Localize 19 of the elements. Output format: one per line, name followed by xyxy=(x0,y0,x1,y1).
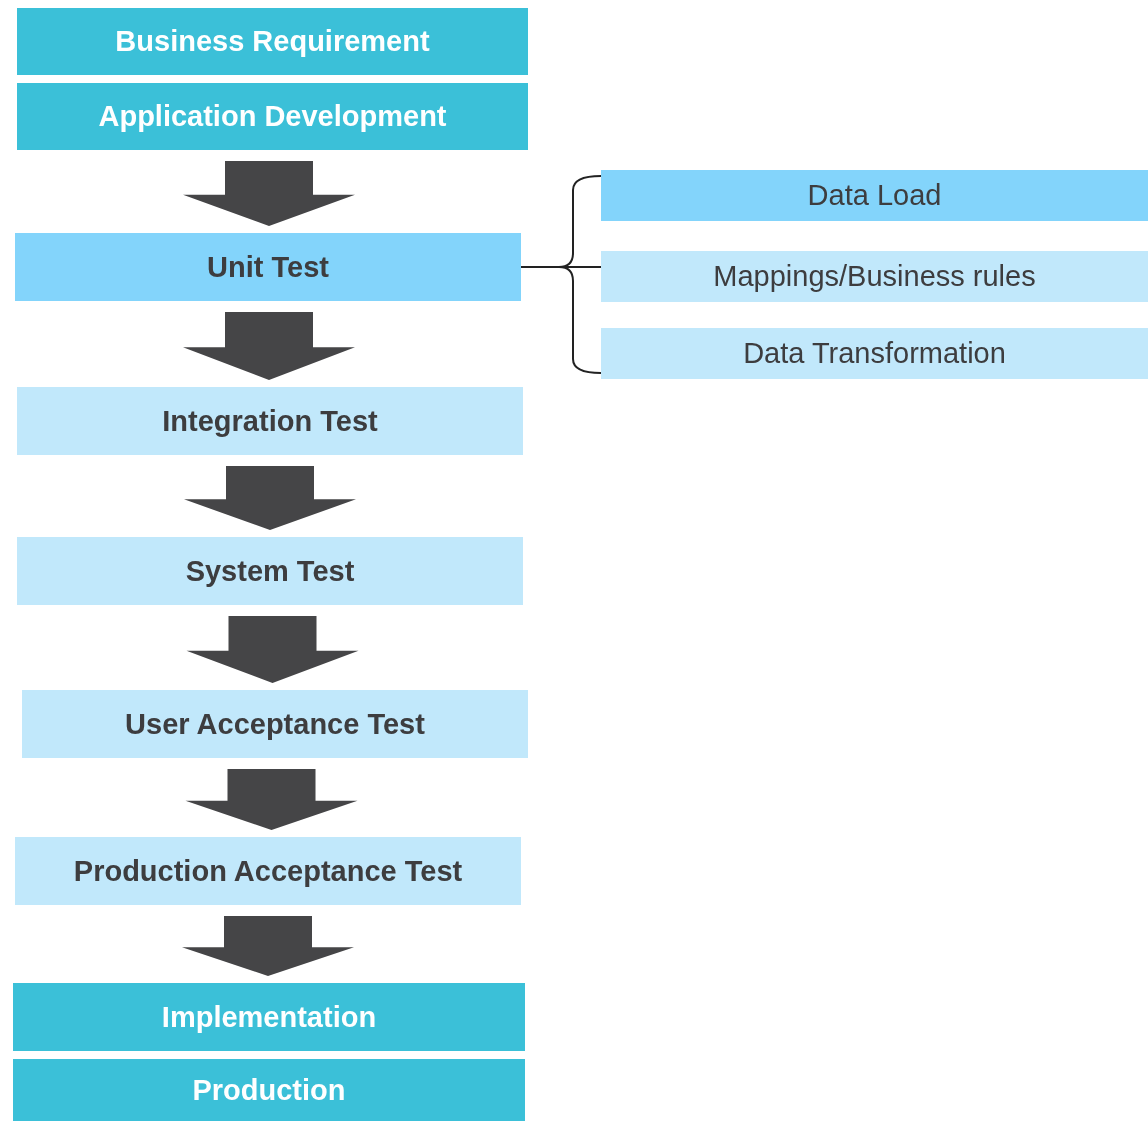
sub-step-box: Mappings/Business rules xyxy=(601,251,1148,302)
brace-connector xyxy=(520,266,602,374)
process-box: Integration Test xyxy=(17,387,523,455)
process-box: Unit Test xyxy=(15,233,521,301)
process-box: User Acceptance Test xyxy=(22,690,528,758)
block-arrow xyxy=(184,466,356,530)
process-box: System Test xyxy=(17,537,523,605)
process-box: Business Requirement xyxy=(17,8,528,75)
block-arrow xyxy=(186,616,359,683)
block-arrow xyxy=(183,161,355,226)
sub-step-box: Data Transformation xyxy=(601,328,1148,379)
process-box: Production Acceptance Test xyxy=(15,837,521,905)
block-arrow xyxy=(182,916,354,976)
process-box: Implementation xyxy=(13,983,525,1051)
process-box: Production xyxy=(13,1059,525,1121)
block-arrow xyxy=(183,312,355,380)
block-arrow xyxy=(185,769,358,830)
process-box: Application Development xyxy=(17,83,528,150)
sub-step-box: Data Load xyxy=(601,170,1148,221)
